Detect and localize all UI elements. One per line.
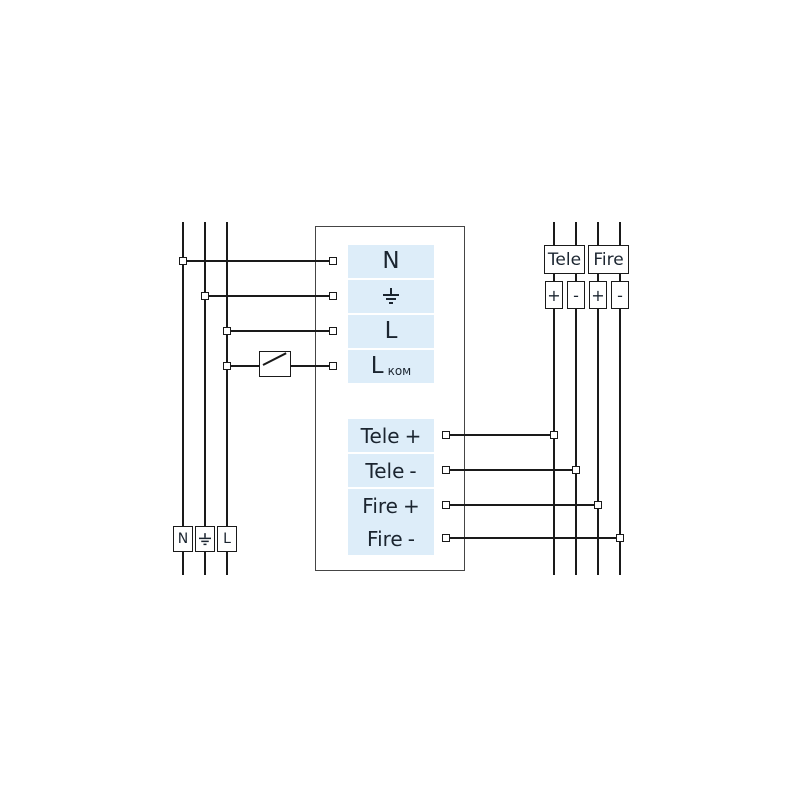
terminal-square [201, 292, 209, 300]
fire-plus-polarity: + [591, 285, 605, 305]
tele-minus-polarity: - [573, 285, 579, 305]
terminal-lkom-label: L [370, 353, 384, 379]
mains-wire-earth [204, 222, 206, 575]
n-connection-wire [183, 260, 333, 262]
terminal-lkom-sublabel: ком [387, 363, 412, 378]
fire-plus-terminal-box: + [589, 281, 607, 309]
mains-wire-n [182, 222, 184, 575]
output-group-fire: Fire [588, 245, 629, 274]
terminal-square [442, 466, 450, 474]
mains-wire-l [226, 222, 228, 575]
terminal-square [223, 327, 231, 335]
tele-plus-terminal-box: + [545, 281, 563, 309]
terminal-square [329, 292, 337, 300]
tele-minus-terminal-box: - [567, 281, 585, 309]
fire-minus-name: Fire [367, 526, 403, 551]
output-fire-label: Fire [593, 249, 624, 270]
terminal-square [594, 501, 602, 509]
fire-minus-polarity: - [617, 285, 623, 305]
terminal-square [329, 362, 337, 370]
output-group-tele: Tele [544, 245, 585, 274]
mains-l-label: L [223, 531, 231, 547]
terminal-l-label: L [384, 318, 398, 344]
terminal-square [442, 501, 450, 509]
device-terminal-fire-plus: Fire + [348, 489, 434, 522]
tele-minus-wire [575, 222, 577, 575]
output-tele-label: Tele [547, 249, 582, 270]
tele-plus-connection-wire [445, 434, 555, 436]
terminal-square [550, 431, 558, 439]
fire-minus-connection-wire [445, 537, 621, 539]
device-terminal-fire-minus: Fire - [348, 522, 434, 555]
tele-minus-name: Tele [365, 458, 405, 483]
device-terminal-lkom: L ком [348, 350, 434, 383]
lkom-connection-wire-b [290, 365, 333, 367]
tele-plus-wire [553, 222, 555, 575]
device-terminal-l: L [348, 315, 434, 348]
earth-ground-icon [382, 288, 400, 305]
fire-plus-sign: + [402, 493, 420, 518]
mains-terminal-n: N [173, 526, 193, 552]
tele-plus-name: Tele [360, 423, 400, 448]
l-connection-wire [227, 330, 333, 332]
switch [259, 351, 291, 377]
terminal-square [179, 257, 187, 265]
terminal-square [442, 431, 450, 439]
tele-plus-sign: + [404, 423, 422, 448]
earth-connection-wire [205, 295, 333, 297]
terminal-square [442, 534, 450, 542]
tele-plus-polarity: + [547, 285, 561, 305]
mains-terminal-l: L [217, 526, 237, 552]
device-terminal-n: N [348, 245, 434, 278]
earth-ground-icon [198, 532, 212, 546]
device-terminal-tele-minus: Tele - [348, 454, 434, 487]
terminal-square [329, 327, 337, 335]
mains-terminal-earth [195, 526, 215, 552]
fire-minus-terminal-box: - [611, 281, 629, 309]
lkom-connection-wire-a [227, 365, 261, 367]
fire-minus-wire [619, 222, 621, 575]
terminal-square [616, 534, 624, 542]
terminal-square [329, 257, 337, 265]
terminal-square [572, 466, 580, 474]
switch-blade-icon [262, 352, 287, 366]
terminal-n-label: N [382, 248, 400, 274]
device-terminal-tele-plus: Tele + [348, 419, 434, 452]
device-terminal-earth [348, 280, 434, 313]
mains-n-label: N [177, 531, 189, 547]
fire-plus-name: Fire [362, 493, 398, 518]
fire-minus-sign: - [407, 526, 415, 551]
tele-minus-connection-wire [445, 469, 577, 471]
fire-plus-wire [597, 222, 599, 575]
fire-plus-connection-wire [445, 504, 599, 506]
terminal-square [223, 362, 231, 370]
tele-minus-sign: - [409, 458, 417, 483]
